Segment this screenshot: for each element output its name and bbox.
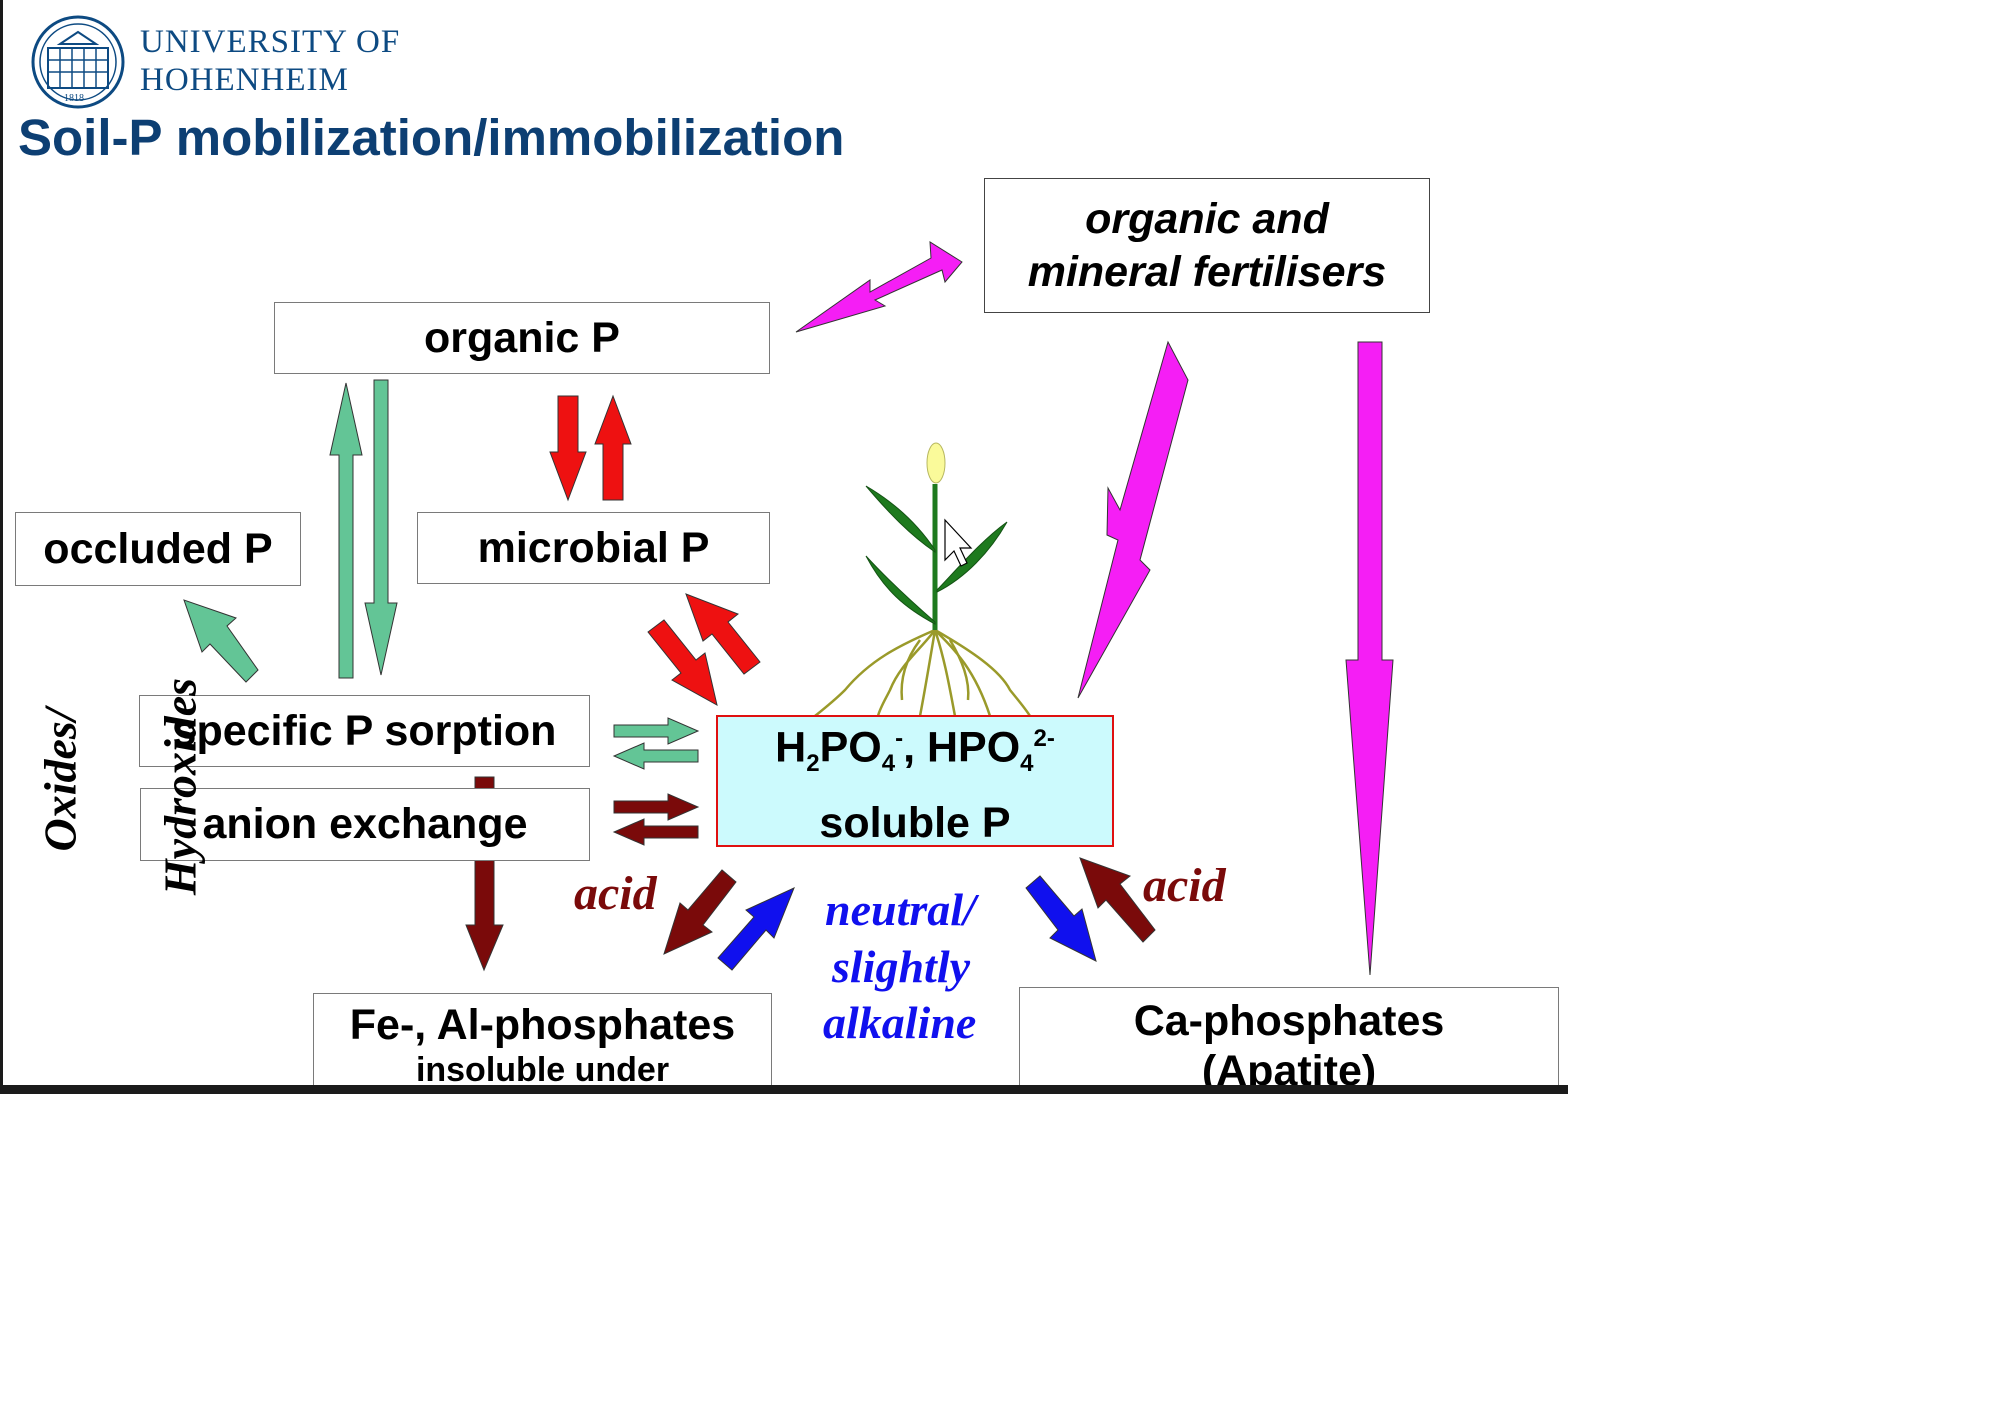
- slightly-label: slightly: [832, 941, 971, 992]
- microbial-p-box: microbial P: [417, 512, 770, 584]
- bottom-bar: [0, 1085, 1568, 1094]
- formula-sub-4a: 4: [881, 749, 896, 777]
- soluble-p-label: soluble P: [819, 799, 1011, 848]
- university-building-icon: [31, 15, 125, 109]
- formula-po: PO: [819, 722, 882, 771]
- occluded-p-label: occluded P: [43, 524, 273, 573]
- arrow-fert-to-organic: [795, 241, 963, 333]
- arrow-soluble-to-feal: [663, 869, 737, 955]
- arrow-microbial-to-soluble: [647, 619, 718, 706]
- fe-al-line1: Fe-, Al-phosphates: [349, 1001, 736, 1049]
- formula-hpo: , HPO: [903, 722, 1021, 771]
- anion-exchange-label: anion exchange: [202, 800, 528, 848]
- formula-sub-4b: 4: [1020, 749, 1034, 777]
- formula-sup-2minus: 2-: [1033, 724, 1055, 752]
- ca-line2: (Apatite): [1201, 1047, 1377, 1091]
- specific-sorption-label: specific P sorption: [172, 706, 557, 755]
- microbial-p-label: microbial P: [477, 523, 710, 572]
- organic-p-box: organic P: [274, 302, 770, 374]
- university-logo: 1818 UNIVERSITY OF HOHENHEIM: [30, 14, 410, 110]
- arrow-exchange-to-soluble: [613, 793, 700, 821]
- arrow-soluble-to-sorption: [612, 742, 699, 770]
- arrow-fert-to-soluble: [1077, 340, 1189, 699]
- specific-sorption-box: specific P sorption: [139, 695, 590, 767]
- neutral-label: neutral/: [825, 884, 976, 935]
- arrow-organic-to-microbial: [549, 395, 587, 502]
- acid-right-label: acid: [1143, 859, 1226, 912]
- arrow-organic-to-sorption: [364, 379, 398, 676]
- fertilisers-line2: mineral fertilisers: [1027, 247, 1387, 296]
- arrow-feal-to-soluble: [717, 887, 795, 971]
- plant-icon: [814, 442, 1032, 717]
- arrow-fert-to-ca: [1345, 341, 1394, 976]
- formula-h: H: [775, 722, 807, 771]
- logo-line1: UNIVERSITY OF: [140, 24, 401, 60]
- occluded-p-box: occluded P: [15, 512, 301, 586]
- hydroxides-text: Hydroxides: [154, 677, 206, 896]
- arrow-soluble-to-ca: [1025, 875, 1097, 962]
- arrow-soluble-to-microbial: [685, 593, 761, 675]
- mouse-pointer-icon: [944, 518, 973, 567]
- arrow-sorption-to-organic: [329, 382, 363, 679]
- oxides-hydroxides-label: Oxides/ Hydroxides: [25, 665, 206, 915]
- logo-line2: HOHENHEIM: [140, 62, 349, 98]
- acid-left-label: acid: [574, 867, 657, 920]
- fertilisers-line1: organic and: [1085, 194, 1329, 243]
- ca-phosphates-box: Ca-phosphates (Apatite): [1019, 987, 1559, 1091]
- oxides-text: Oxides/: [34, 708, 86, 852]
- formula-sup-minus: -: [895, 724, 904, 752]
- arrow-soluble-to-exchange: [612, 818, 699, 846]
- arrow-ca-to-soluble: [1079, 857, 1156, 943]
- arrow-sorption-to-soluble: [613, 717, 700, 745]
- slide-left-edge: [0, 0, 3, 1094]
- arrow-sorption-to-occluded: [183, 599, 259, 683]
- arrow-microbial-to-organic: [594, 394, 632, 501]
- anion-exchange-box: anion exchange: [140, 788, 590, 861]
- logo-year: 1818: [64, 93, 84, 104]
- diagram-arrows: [183, 241, 1394, 976]
- soluble-formula: H2PO4-, HPO42-: [775, 709, 1055, 794]
- ca-line1: Ca-phosphates: [1133, 997, 1445, 1045]
- formula-sub-2: 2: [806, 749, 820, 777]
- soluble-p-box: H2PO4-, HPO42- soluble P: [716, 715, 1114, 847]
- alkaline-label: alkaline: [823, 997, 977, 1048]
- fe-al-phosphates-box: Fe-, Al-phosphates insoluble under: [313, 993, 772, 1091]
- fertilisers-box: organic and mineral fertilisers: [984, 178, 1430, 313]
- slide-title: Soil-P mobilization/immobilization: [18, 109, 845, 166]
- fe-al-line2: insoluble under: [415, 1051, 670, 1089]
- organic-p-label: organic P: [424, 313, 620, 362]
